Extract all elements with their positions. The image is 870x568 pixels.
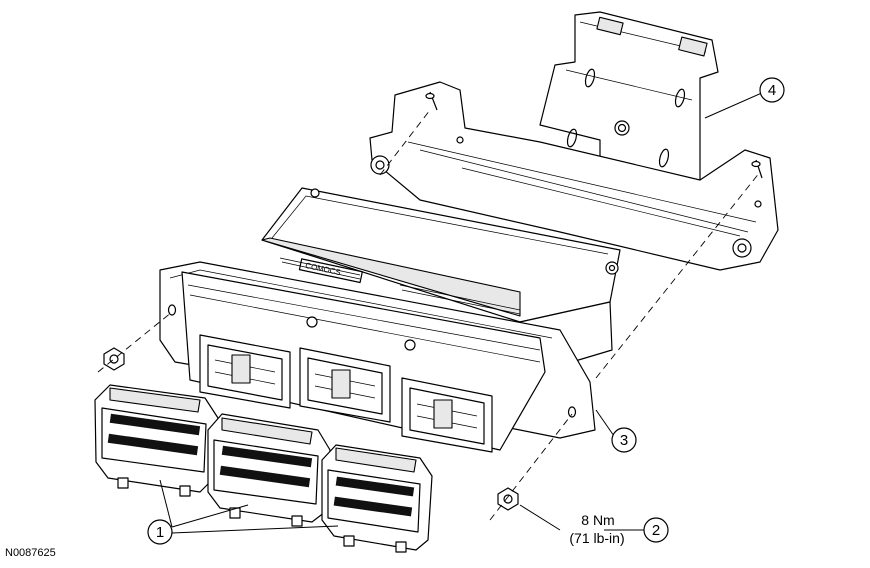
module-socket-right [401,377,493,453]
callout-4-circle [759,77,785,103]
torque-spec: 8 Nm (71 lb-in) [569,512,624,546]
callout-1-number: 1 [156,524,164,541]
callout-1: 1 [147,519,173,545]
callout-3: 3 [611,427,637,453]
callout-2-number: 2 [652,522,660,539]
callout-4-number: 4 [768,82,776,99]
harness-connector-right [321,444,433,553]
mounting-bracket [369,11,779,271]
callout-2-circle [643,517,669,543]
assembly-lines [97,109,761,521]
figure-id: N0087625 [5,547,56,559]
nut-right [497,487,519,511]
callout-4: 4 [759,77,785,103]
callout-1-circle [147,519,173,545]
torque-imperial: (71 lb-in) [569,530,624,546]
callout-3-circle [611,427,637,453]
module-socket-left [199,334,291,409]
harness-connector-middle [207,413,331,527]
harness-connector-left [94,384,219,497]
nut-left [103,347,125,371]
callout-3-number: 3 [620,432,628,449]
torque-metric: 8 Nm [581,512,614,528]
module-socket-middle [299,316,416,423]
leader-lines [159,91,765,534]
callout-2: 2 [643,517,669,543]
